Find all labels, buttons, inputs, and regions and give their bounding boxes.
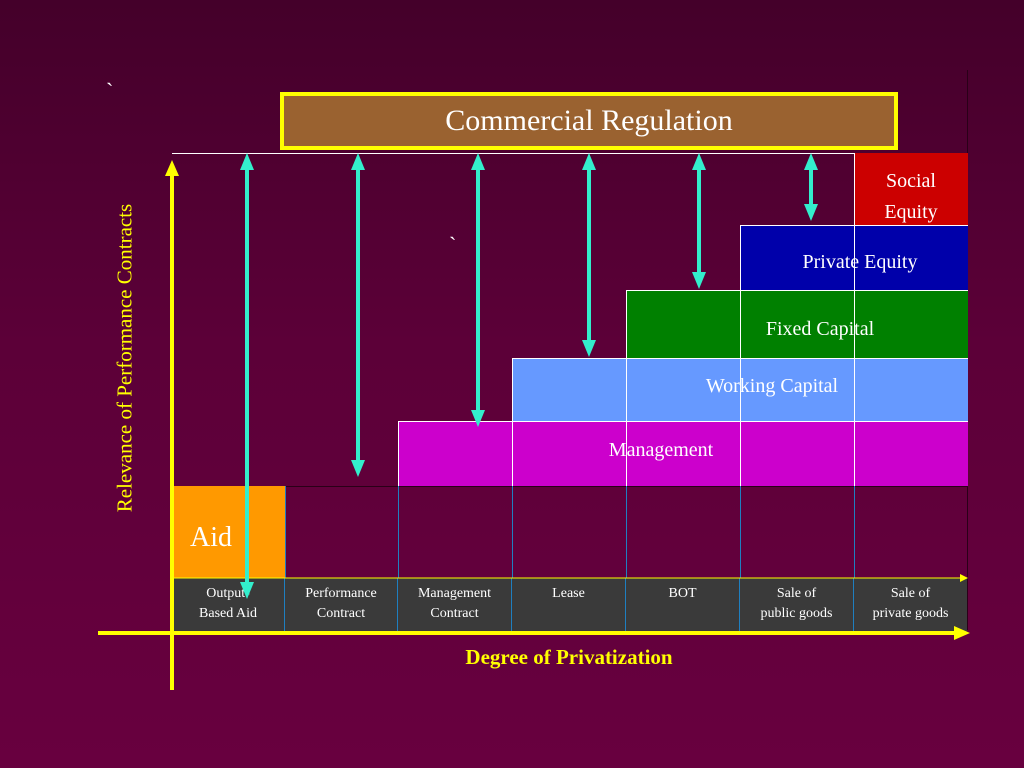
category-line1: Management	[417, 586, 492, 601]
band-divider-1	[285, 486, 286, 632]
category-band-arrowhead	[960, 574, 968, 582]
title-text: Commercial Regulation	[445, 104, 733, 137]
working-capital-label: Working Capital	[705, 375, 839, 397]
category-bot: BOT	[626, 578, 740, 632]
category-sale-of-private-goods: Sale of private goods	[854, 578, 967, 632]
category-sale-of-public-goods: Sale of public goods	[740, 578, 854, 632]
band-divider-3	[512, 486, 513, 632]
category-line1: Sale of	[890, 586, 931, 601]
category-line1: Performance	[305, 586, 377, 601]
fixed-capital-block	[626, 290, 968, 358]
management-top-line	[398, 421, 968, 422]
band-divider-6	[854, 486, 855, 632]
band-divider-4	[626, 486, 627, 632]
y-axis-arrowhead	[165, 160, 179, 176]
y-axis-label: Relevance of Performance Contracts	[112, 203, 137, 513]
aid-label: Aid	[190, 522, 232, 553]
category-line1: BOT	[668, 586, 697, 601]
band-divider-2	[398, 486, 399, 632]
chart-frame-top-line	[172, 153, 968, 154]
category-line1: Output-	[206, 586, 250, 601]
double-arrow-output-based-aid	[240, 153, 254, 599]
social-equity-label-line1: Social	[886, 170, 936, 192]
double-arrow-lease	[582, 153, 596, 357]
x-axis-label: Degree of Privatization	[465, 645, 673, 669]
social-equity-label-line2: Equity	[884, 201, 938, 223]
private-equity-label: Private Equity	[802, 251, 918, 273]
commercial-regulation-box: Commercial Regulation	[280, 92, 898, 150]
category-line2: public goods	[760, 606, 833, 622]
management-label: Management	[608, 439, 714, 461]
category-line2: private goods	[872, 606, 949, 622]
category-line2: Contract	[430, 606, 479, 622]
aid-block	[172, 486, 285, 578]
double-arrow-sale-of-public-goods	[804, 153, 818, 221]
category-line2: Based Aid	[199, 606, 257, 622]
category-line1: Lease	[552, 586, 585, 601]
fixed-capital-label: Fixed Capital	[765, 318, 875, 340]
category-line2: Contract	[316, 606, 366, 622]
stray-mark-top-left: `	[106, 78, 114, 103]
category-performance-contract: Performance Contract	[285, 578, 398, 632]
social-equity-label: Social Equity	[854, 166, 968, 228]
social-equity-block	[854, 153, 968, 225]
double-arrow-bot	[692, 153, 706, 289]
divider-626	[626, 358, 627, 486]
double-arrow-performance-contract	[351, 153, 365, 477]
category-output-based-aid: Output- Based Aid	[172, 578, 285, 632]
divider-740	[740, 290, 741, 486]
divider-854	[854, 225, 855, 486]
divider-512	[512, 421, 513, 486]
stray-mark-center: `	[449, 232, 457, 257]
category-line1: Sale of	[776, 586, 817, 601]
category-management-contract: Management Contract	[398, 578, 512, 632]
double-arrow-management-contract	[471, 153, 485, 427]
band-divider-5	[740, 486, 741, 632]
category-lease: Lease	[512, 578, 626, 632]
x-axis-arrowhead	[954, 626, 970, 640]
management-block	[398, 421, 968, 486]
